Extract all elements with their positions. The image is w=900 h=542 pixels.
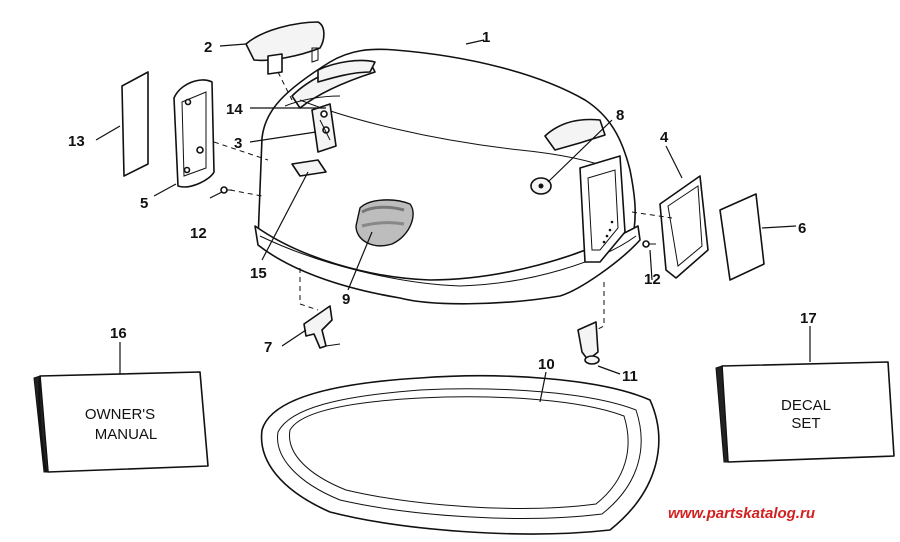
callout-10: 10 bbox=[538, 356, 555, 373]
engine-cover bbox=[254, 48, 641, 305]
callout-13: 13 bbox=[68, 133, 85, 150]
rivet-dots bbox=[602, 220, 614, 244]
callout-12-left: 12 bbox=[190, 225, 207, 242]
panel-gasket-13 bbox=[121, 71, 149, 177]
rear-panel-frame bbox=[659, 175, 709, 279]
callout-4: 4 bbox=[660, 129, 669, 146]
cover-cap bbox=[245, 21, 325, 75]
callout-8: 8 bbox=[616, 107, 624, 124]
callout-labels: 1 2 3 4 5 6 7 8 9 10 11 12 12 13 14 15 1… bbox=[68, 29, 817, 385]
callout-9: 9 bbox=[342, 291, 350, 308]
callout-3: 3 bbox=[234, 135, 242, 152]
decal-set-box-17: DECAL SET bbox=[715, 361, 895, 463]
owners-manual-line-1: OWNER'S bbox=[85, 406, 155, 423]
owners-manual-box-16: OWNER'S MANUAL bbox=[33, 371, 209, 473]
decal-set-line-1: DECAL bbox=[781, 397, 831, 414]
assembly-lines bbox=[213, 71, 673, 331]
decal-set-line-2: SET bbox=[791, 415, 820, 432]
screw-right bbox=[642, 240, 656, 248]
callout-7: 7 bbox=[264, 339, 272, 356]
owners-manual-line-2: MANUAL bbox=[95, 426, 158, 443]
callout-2: 2 bbox=[204, 39, 212, 56]
callout-17: 17 bbox=[800, 310, 817, 327]
watermark-url: www.partskatalog.ru bbox=[668, 505, 815, 522]
callout-1: 1 bbox=[482, 29, 490, 46]
leader-lines bbox=[95, 39, 811, 403]
side-panel-frame bbox=[173, 79, 215, 188]
latch-bracket-11 bbox=[577, 321, 600, 365]
cover-seal-10 bbox=[260, 375, 660, 535]
latch-bracket-7 bbox=[303, 305, 341, 349]
callout-5: 5 bbox=[140, 195, 148, 212]
callout-14: 14 bbox=[226, 101, 243, 118]
panel-gasket-6 bbox=[719, 193, 765, 281]
callout-16: 16 bbox=[110, 325, 127, 342]
callout-15: 15 bbox=[250, 265, 267, 282]
callout-6: 6 bbox=[798, 220, 806, 237]
callout-12-right: 12 bbox=[644, 271, 661, 288]
callout-11: 11 bbox=[622, 368, 638, 385]
